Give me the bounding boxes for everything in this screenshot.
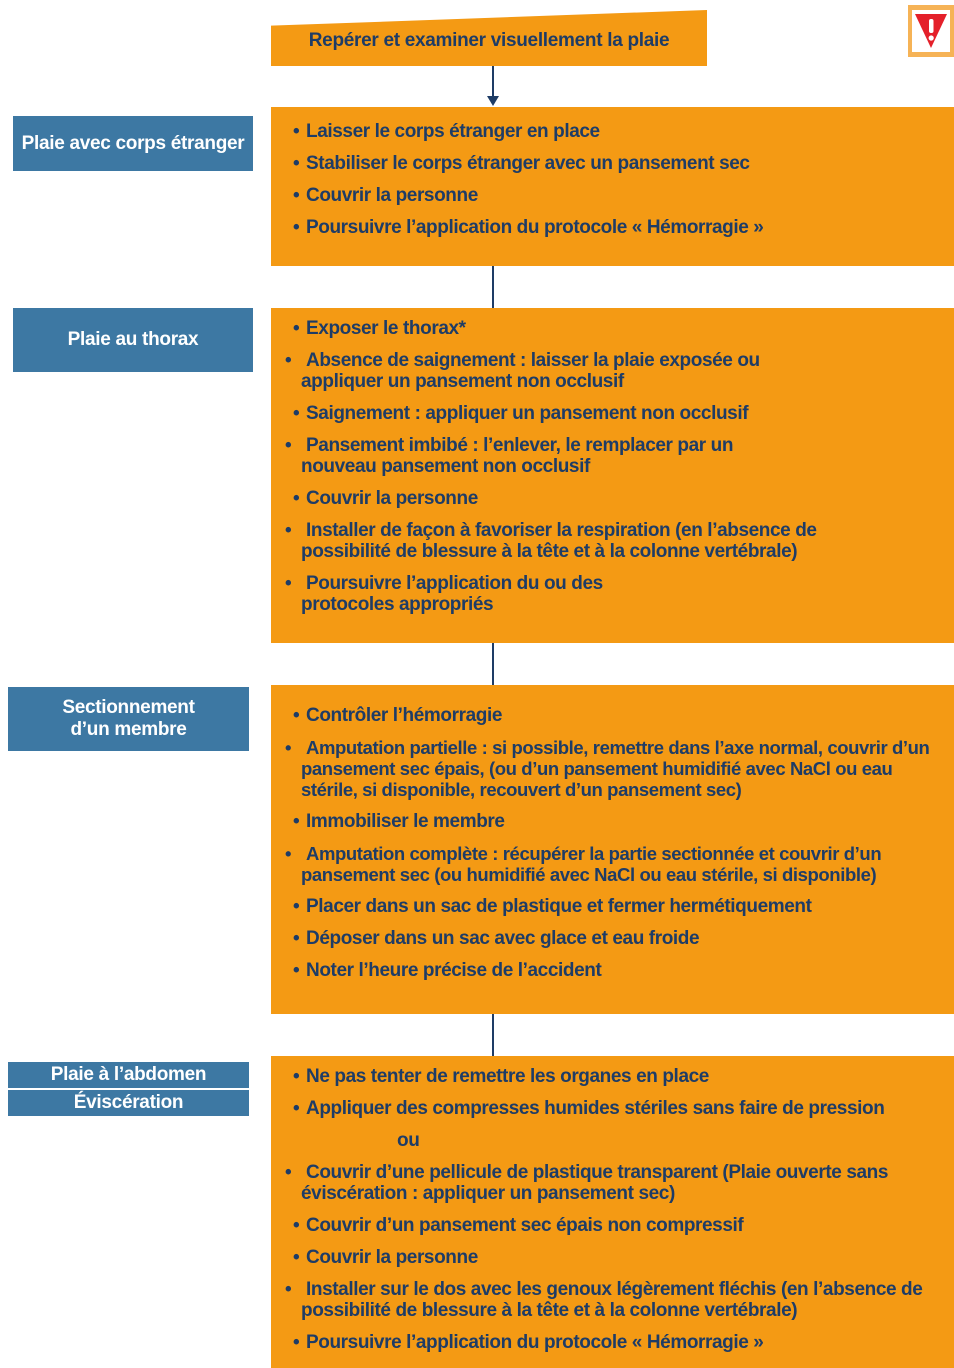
list-item: •Contrôler l’hémorragie bbox=[293, 705, 503, 726]
list-item: •Couvrir d’une pellicule de plastique tr… bbox=[285, 1162, 889, 1204]
list-item: •Appliquer des compresses humides stéril… bbox=[293, 1098, 885, 1119]
warning-triangle-icon bbox=[908, 5, 954, 57]
list-item: •Immobiliser le membre bbox=[293, 811, 505, 832]
list-item: •Poursuivre l’application du protocole «… bbox=[293, 217, 764, 238]
section-box-amputation: •Contrôler l’hémorragie •Amputation part… bbox=[271, 685, 954, 1014]
list-item: •Laisser le corps étranger en place bbox=[293, 121, 600, 142]
section-label-text: Sectionnement d’un membre bbox=[62, 697, 195, 740]
list-item: •Installer de façon à favoriser la respi… bbox=[285, 520, 817, 562]
section-label-thorax: Plaie au thorax bbox=[13, 308, 253, 372]
section-label-amputation: Sectionnement d’un membre bbox=[8, 687, 249, 751]
section-label-abdomen: Plaie à l’abdomen Éviscération bbox=[8, 1062, 249, 1116]
list-item: •Ne pas tenter de remettre les organes e… bbox=[293, 1066, 709, 1087]
list-item: •Amputation partielle : si possible, rem… bbox=[285, 737, 930, 800]
flow-start-box: Repérer et examiner visuellement la plai… bbox=[271, 10, 707, 66]
section-label-text: Plaie avec corps étranger bbox=[21, 132, 245, 154]
list-item: •Couvrir d’un pansement sec épais non co… bbox=[293, 1215, 744, 1236]
connector-line bbox=[492, 643, 494, 685]
list-item: •Placer dans un sac de plastique et ferm… bbox=[293, 896, 812, 917]
list-item: •Poursuivre l’application du ou des prot… bbox=[285, 573, 603, 615]
list-item: •Pansement imbibé : l’enlever, le rempla… bbox=[285, 435, 734, 477]
list-item: •Couvrir la personne bbox=[293, 1247, 478, 1268]
section-box-thorax: •Exposer le thorax* •Absence de saigneme… bbox=[271, 308, 954, 643]
list-item: •Stabiliser le corps étranger avec un pa… bbox=[293, 153, 750, 174]
section-label-evisceration: Éviscération bbox=[8, 1090, 249, 1116]
list-item: •Couvrir la personne bbox=[293, 488, 478, 509]
section-box-abdomen: •Ne pas tenter de remettre les organes e… bbox=[271, 1056, 954, 1368]
list-item: •Noter l’heure précise de l’accident bbox=[293, 960, 602, 981]
list-item: •Exposer le thorax* bbox=[293, 318, 466, 339]
connector-line bbox=[492, 66, 494, 98]
flow-start-title: Repérer et examiner visuellement la plai… bbox=[308, 30, 670, 51]
list-item: •Poursuivre l’application du protocole «… bbox=[293, 1332, 764, 1353]
section-box-foreign-body: •Laisser le corps étranger en place •Sta… bbox=[271, 107, 954, 266]
list-item: •Installer sur le dos avec les genoux lé… bbox=[285, 1279, 923, 1321]
list-item-or: ou bbox=[397, 1130, 420, 1151]
connector-line bbox=[492, 1014, 494, 1056]
section-label-text: Plaie au thorax bbox=[67, 329, 199, 350]
list-item: •Amputation complète : récupérer la part… bbox=[285, 843, 882, 885]
list-item: •Saignement : appliquer un pansement non… bbox=[293, 403, 749, 424]
list-item: •Absence de saignement : laisser la plai… bbox=[285, 350, 760, 392]
connector-line bbox=[492, 266, 494, 308]
arrow-down-icon bbox=[487, 96, 499, 106]
list-item: •Couvrir la personne bbox=[293, 185, 478, 206]
section-label-foreign-body: Plaie avec corps étranger bbox=[13, 116, 253, 171]
section-label-abdomen-top: Plaie à l’abdomen bbox=[8, 1062, 249, 1088]
list-item: •Déposer dans un sac avec glace et eau f… bbox=[293, 928, 700, 949]
